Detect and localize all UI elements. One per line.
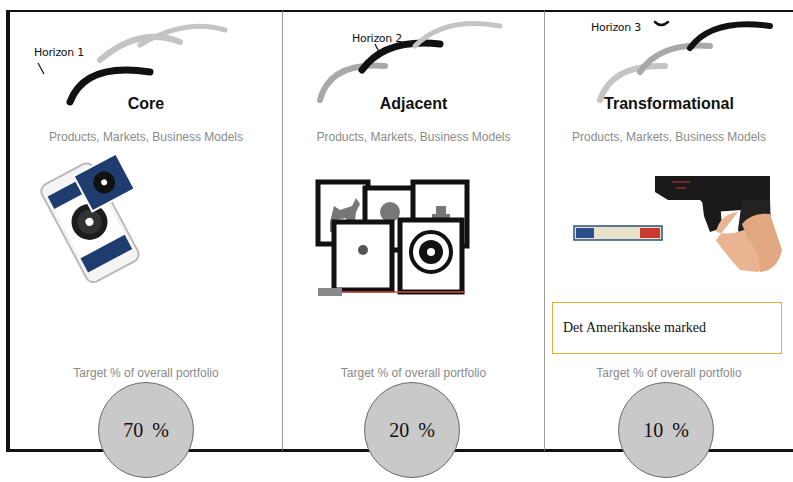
text-slot: Horizon 1 <box>34 42 84 60</box>
horizon-arc <box>415 24 500 47</box>
horizon-label: Horizon 3 <box>591 21 641 34</box>
text-slot: Products, Markets, Business Models <box>545 127 793 145</box>
horizon-panel: Horizon 2 AdjacentProducts, Markets, Busi… <box>283 10 545 452</box>
hand-stroke <box>38 63 44 74</box>
horizon-arc <box>140 26 225 45</box>
text-slot: Horizon 3 <box>591 17 641 35</box>
text-slot: Target % of overall portfolio <box>545 363 793 381</box>
text-slot: Core <box>10 95 282 113</box>
percent-value: 20 % <box>389 419 435 442</box>
column-subtitle: Products, Markets, Business Models <box>316 130 510 144</box>
horizon-label: Horizon 1 <box>34 46 84 59</box>
column-subtitle: Products, Markets, Business Models <box>49 130 243 144</box>
column-heading: Adjacent <box>380 95 448 113</box>
horizon-arc <box>640 46 710 72</box>
percent-value: 70 % <box>123 419 169 442</box>
target-cards <box>318 182 467 296</box>
note-text: Det Amerikanske marked <box>563 320 706 336</box>
horizon-arc <box>600 66 665 100</box>
column-heading: Transformational <box>604 95 734 113</box>
horizon-label: Horizon 2 <box>352 32 402 45</box>
target-caption: Target % of overall portfolio <box>341 366 486 380</box>
text-slot: Horizon 2 <box>352 28 402 46</box>
trigger-illustration <box>574 176 782 272</box>
target-caption: Target % of overall portfolio <box>73 366 218 380</box>
text-slot: Products, Markets, Business Models <box>283 127 544 145</box>
horizon-arc <box>100 37 180 60</box>
market-note-box: Det Amerikanske marked <box>552 302 782 354</box>
horizon-arc <box>320 66 385 100</box>
horizon-arc <box>690 24 770 48</box>
horizon-arc <box>362 43 440 70</box>
text-slot: Target % of overall portfolio <box>10 363 282 381</box>
percent-circle: 70 % <box>98 382 194 478</box>
hand-stroke <box>375 44 379 52</box>
column-subtitle: Products, Markets, Business Models <box>572 130 766 144</box>
phone-illustration <box>74 154 135 212</box>
horizon-panel: Horizon 1 CoreProducts, Markets, Business… <box>6 10 283 452</box>
text-slot: Adjacent <box>283 95 544 113</box>
text-slot: Products, Markets, Business Models <box>10 127 282 145</box>
percent-circle: 10 % <box>618 382 714 478</box>
horizon-panel: Horizon 3 TransformationalProducts, Marke… <box>545 10 793 452</box>
text-slot: Transformational <box>545 95 793 113</box>
percent-value: 10 % <box>643 419 689 442</box>
target-caption: Target % of overall portfolio <box>596 366 741 380</box>
text-slot: Target % of overall portfolio <box>283 363 544 381</box>
column-heading: Core <box>128 95 164 113</box>
percent-circle: 20 % <box>364 382 460 478</box>
hand-stroke <box>655 22 668 25</box>
